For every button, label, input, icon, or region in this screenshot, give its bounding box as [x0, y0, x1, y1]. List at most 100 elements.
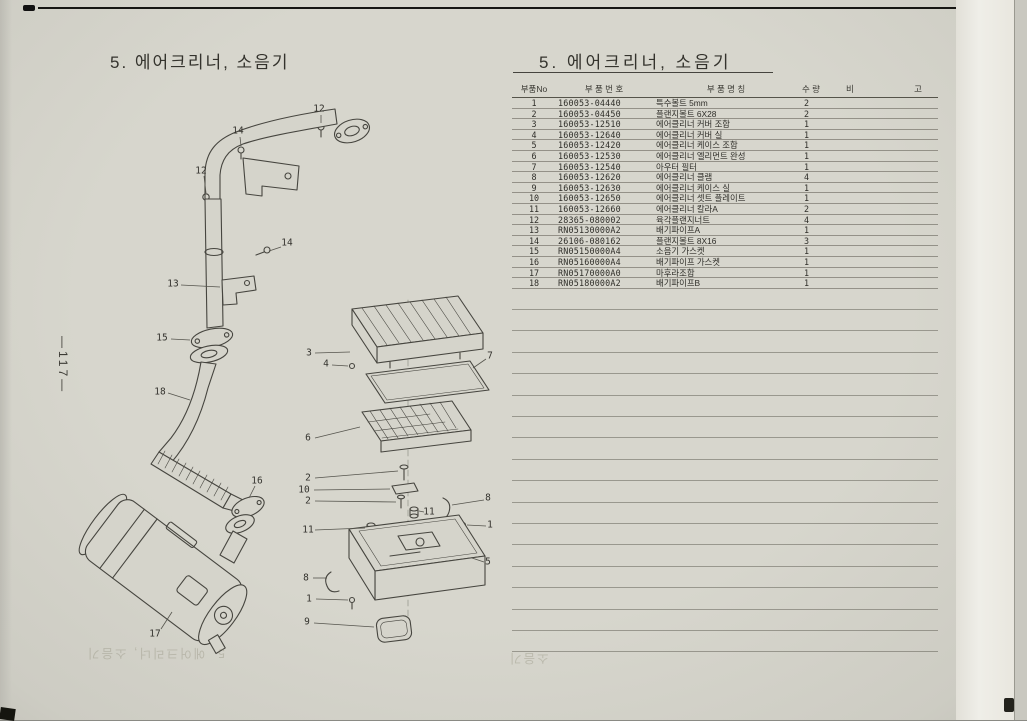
callout-leader-line	[314, 489, 390, 490]
callout-label: 9	[304, 617, 310, 628]
cell-qty: 1	[800, 140, 842, 150]
ruled-line	[512, 503, 938, 524]
cell-part-no: 9	[512, 183, 556, 193]
cell-qty: 1	[800, 225, 842, 235]
cell-qty: 1	[800, 119, 842, 129]
ruled-line	[512, 331, 938, 352]
callout-leader-line	[168, 393, 190, 400]
cell-part-name: 에어클리너 셋트 플레이트	[652, 193, 800, 203]
ruled-line	[512, 460, 938, 481]
cell-part-no: 14	[512, 236, 556, 246]
callout-label: 6	[305, 433, 311, 444]
air-cleaner-assembly	[326, 296, 489, 643]
cell-qty: 1	[800, 130, 842, 140]
cell-qty: 2	[800, 98, 842, 108]
cell-part-name: 플랜지볼트 6X28	[652, 109, 800, 119]
cell-part-number: 26106-080162	[556, 236, 652, 246]
bleed-through-text: 5. 에어크리너, 소음기	[86, 645, 225, 664]
ruled-line	[512, 610, 938, 631]
callout-label: 2	[305, 496, 311, 507]
ruled-line	[512, 310, 938, 331]
ruled-line	[512, 588, 938, 609]
callout-leader-line	[171, 339, 190, 340]
cell-qty: 4	[800, 215, 842, 225]
callout-leader-line	[315, 501, 396, 502]
ruled-line	[512, 289, 938, 310]
callout-label: 14	[232, 126, 244, 137]
cell-qty: 2	[800, 204, 842, 214]
callout-label: 12	[313, 104, 324, 115]
cell-part-no: 8	[512, 172, 556, 182]
callout-leader-line	[332, 365, 348, 366]
header-remarks-right: 고	[914, 83, 922, 95]
callout-label: 16	[251, 476, 263, 487]
cell-part-name: 아우터 필터	[652, 162, 800, 172]
cell-part-no: 12	[512, 215, 556, 225]
cell-part-number: 160053-12530	[556, 151, 652, 161]
cell-part-name: 배기파이프 가스켓	[652, 257, 800, 267]
callout-leader-line	[314, 623, 374, 627]
cell-part-name: 마후라조합	[652, 268, 800, 278]
header-remarks-left: 비	[846, 83, 854, 95]
callout-label: 11	[423, 507, 435, 518]
cell-part-name: 에어클리너 커버 실	[652, 130, 800, 140]
ruled-line	[512, 353, 938, 374]
cell-qty: 3	[800, 236, 842, 246]
cell-part-no: 17	[512, 268, 556, 278]
callout-label: 4	[323, 359, 329, 370]
ruled-line	[512, 417, 938, 438]
cell-part-number: 160053-12420	[556, 140, 652, 150]
callout-leader-line	[467, 525, 486, 526]
callout-label: 14	[281, 238, 293, 249]
cell-qty: 4	[800, 172, 842, 182]
ruled-line	[512, 545, 938, 566]
cell-qty: 1	[800, 162, 842, 172]
cell-part-number: 160053-04450	[556, 109, 652, 119]
cell-qty: 2	[800, 109, 842, 119]
cell-part-number: 160053-12540	[556, 162, 652, 172]
cell-part-number: 160053-12510	[556, 119, 652, 129]
cell-qty: 1	[800, 278, 842, 288]
cell-part-no: 13	[512, 225, 556, 235]
cell-qty: 1	[800, 246, 842, 256]
cell-part-name: 에어클리너 케이스 실	[652, 183, 800, 193]
callout-label: 18	[154, 387, 166, 398]
cell-part-no: 2	[512, 109, 556, 119]
callout-leader-line	[316, 599, 348, 600]
ruled-line	[512, 396, 938, 417]
cell-part-number: 160053-12650	[556, 193, 652, 203]
header-remarks: 비 고	[842, 83, 938, 95]
cell-qty: 1	[800, 268, 842, 278]
callout-label: 15	[156, 333, 167, 344]
callout-leader-line	[473, 359, 486, 368]
cell-part-name: 육각플랜지너트	[652, 215, 800, 225]
callout-leader-line	[315, 352, 350, 353]
cell-part-no: 15	[512, 246, 556, 256]
cell-part-no: 7	[512, 162, 556, 172]
callout-leader-line	[269, 247, 281, 251]
callout-label: 8	[303, 573, 309, 584]
parts-table-header: 부품No 부 품 번 호 부 품 명 칭 수 량 비 고	[512, 80, 938, 98]
callout-label: 10	[298, 485, 310, 496]
cell-part-name: 특수볼트 5mm	[652, 98, 800, 108]
callout-label: 7	[487, 351, 493, 362]
ruled-line	[512, 374, 938, 395]
cell-qty: 1	[800, 257, 842, 267]
cell-part-number: RN05170000A0	[556, 268, 652, 278]
cell-part-number: 160053-12620	[556, 172, 652, 182]
cell-part-number: 28365-080002	[556, 215, 652, 225]
cell-part-number: 160053-12630	[556, 183, 652, 193]
ruled-line	[512, 524, 938, 545]
cell-part-number: RN05160000A4	[556, 257, 652, 267]
ruled-line	[512, 481, 938, 502]
